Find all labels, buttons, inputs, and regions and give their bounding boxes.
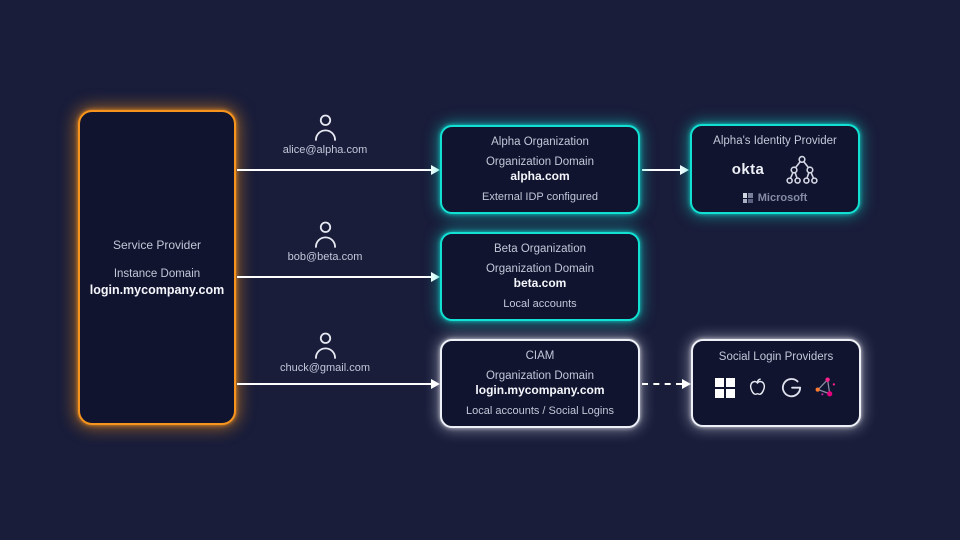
alpha-organization-box: Alpha Organization Organization Domain a… bbox=[440, 125, 640, 214]
ciam-organization-box: CIAM Organization Domain login.mycompany… bbox=[440, 339, 640, 428]
user-icon bbox=[314, 114, 336, 141]
user-email: bob@beta.com bbox=[287, 251, 363, 263]
microsoft-icon bbox=[715, 377, 735, 398]
instance-domain-label: Instance Domain bbox=[113, 268, 201, 280]
arrow-sp-to-ciam bbox=[237, 379, 440, 389]
org-domain-label: Organization Domain bbox=[485, 262, 595, 275]
idp-title: Alpha's Identity Provider bbox=[713, 135, 837, 147]
org-note: Local accounts bbox=[503, 298, 577, 310]
beta-organization-box: Beta Organization Organization Domain be… bbox=[440, 232, 640, 321]
user-bob: bob@beta.com bbox=[245, 219, 405, 263]
arrow-alpha-to-idp bbox=[642, 165, 689, 175]
user-chuck: chuck@gmail.com bbox=[245, 330, 405, 374]
apple-icon bbox=[749, 378, 766, 396]
directory-tree-icon bbox=[786, 155, 818, 184]
arrow-sp-to-alpha bbox=[237, 165, 440, 175]
user-email: alice@alpha.com bbox=[282, 144, 368, 156]
org-domain-value: beta.com bbox=[513, 276, 567, 291]
microsoft-grid-icon bbox=[742, 193, 753, 203]
social-title: Social Login Providers bbox=[718, 351, 834, 363]
org-domain-label: Organization Domain bbox=[485, 155, 595, 168]
google-icon bbox=[782, 378, 802, 398]
service-provider-title: Service Provider bbox=[112, 238, 202, 252]
arrow-ciam-to-social bbox=[642, 379, 691, 389]
zitadel-icon bbox=[815, 377, 836, 397]
user-email: chuck@gmail.com bbox=[279, 362, 371, 374]
user-alice: alice@alpha.com bbox=[245, 112, 405, 156]
org-title: Beta Organization bbox=[493, 243, 587, 255]
okta-logo: okta bbox=[731, 161, 765, 178]
org-title: CIAM bbox=[525, 350, 555, 362]
org-domain-value: login.mycompany.com bbox=[475, 383, 605, 398]
org-domain-value: alpha.com bbox=[510, 169, 570, 184]
microsoft-logo: Microsoft bbox=[742, 192, 808, 204]
social-login-providers-box: Social Login Providers bbox=[691, 339, 861, 427]
microsoft-label: Microsoft bbox=[757, 192, 808, 204]
alpha-identity-provider-box: Alpha's Identity Provider okta Microsoft bbox=[690, 124, 860, 214]
org-note: Local accounts / Social Logins bbox=[466, 405, 614, 417]
org-domain-label: Organization Domain bbox=[485, 369, 594, 382]
instance-domain-value: login.mycompany.com bbox=[89, 283, 225, 297]
org-note: External IDP configured bbox=[482, 191, 598, 203]
arrow-sp-to-beta bbox=[237, 272, 440, 282]
org-title: Alpha Organization bbox=[491, 136, 589, 148]
user-icon bbox=[314, 221, 336, 248]
service-provider-box: Service Provider Instance Domain login.m… bbox=[78, 110, 236, 425]
user-icon bbox=[314, 332, 336, 359]
